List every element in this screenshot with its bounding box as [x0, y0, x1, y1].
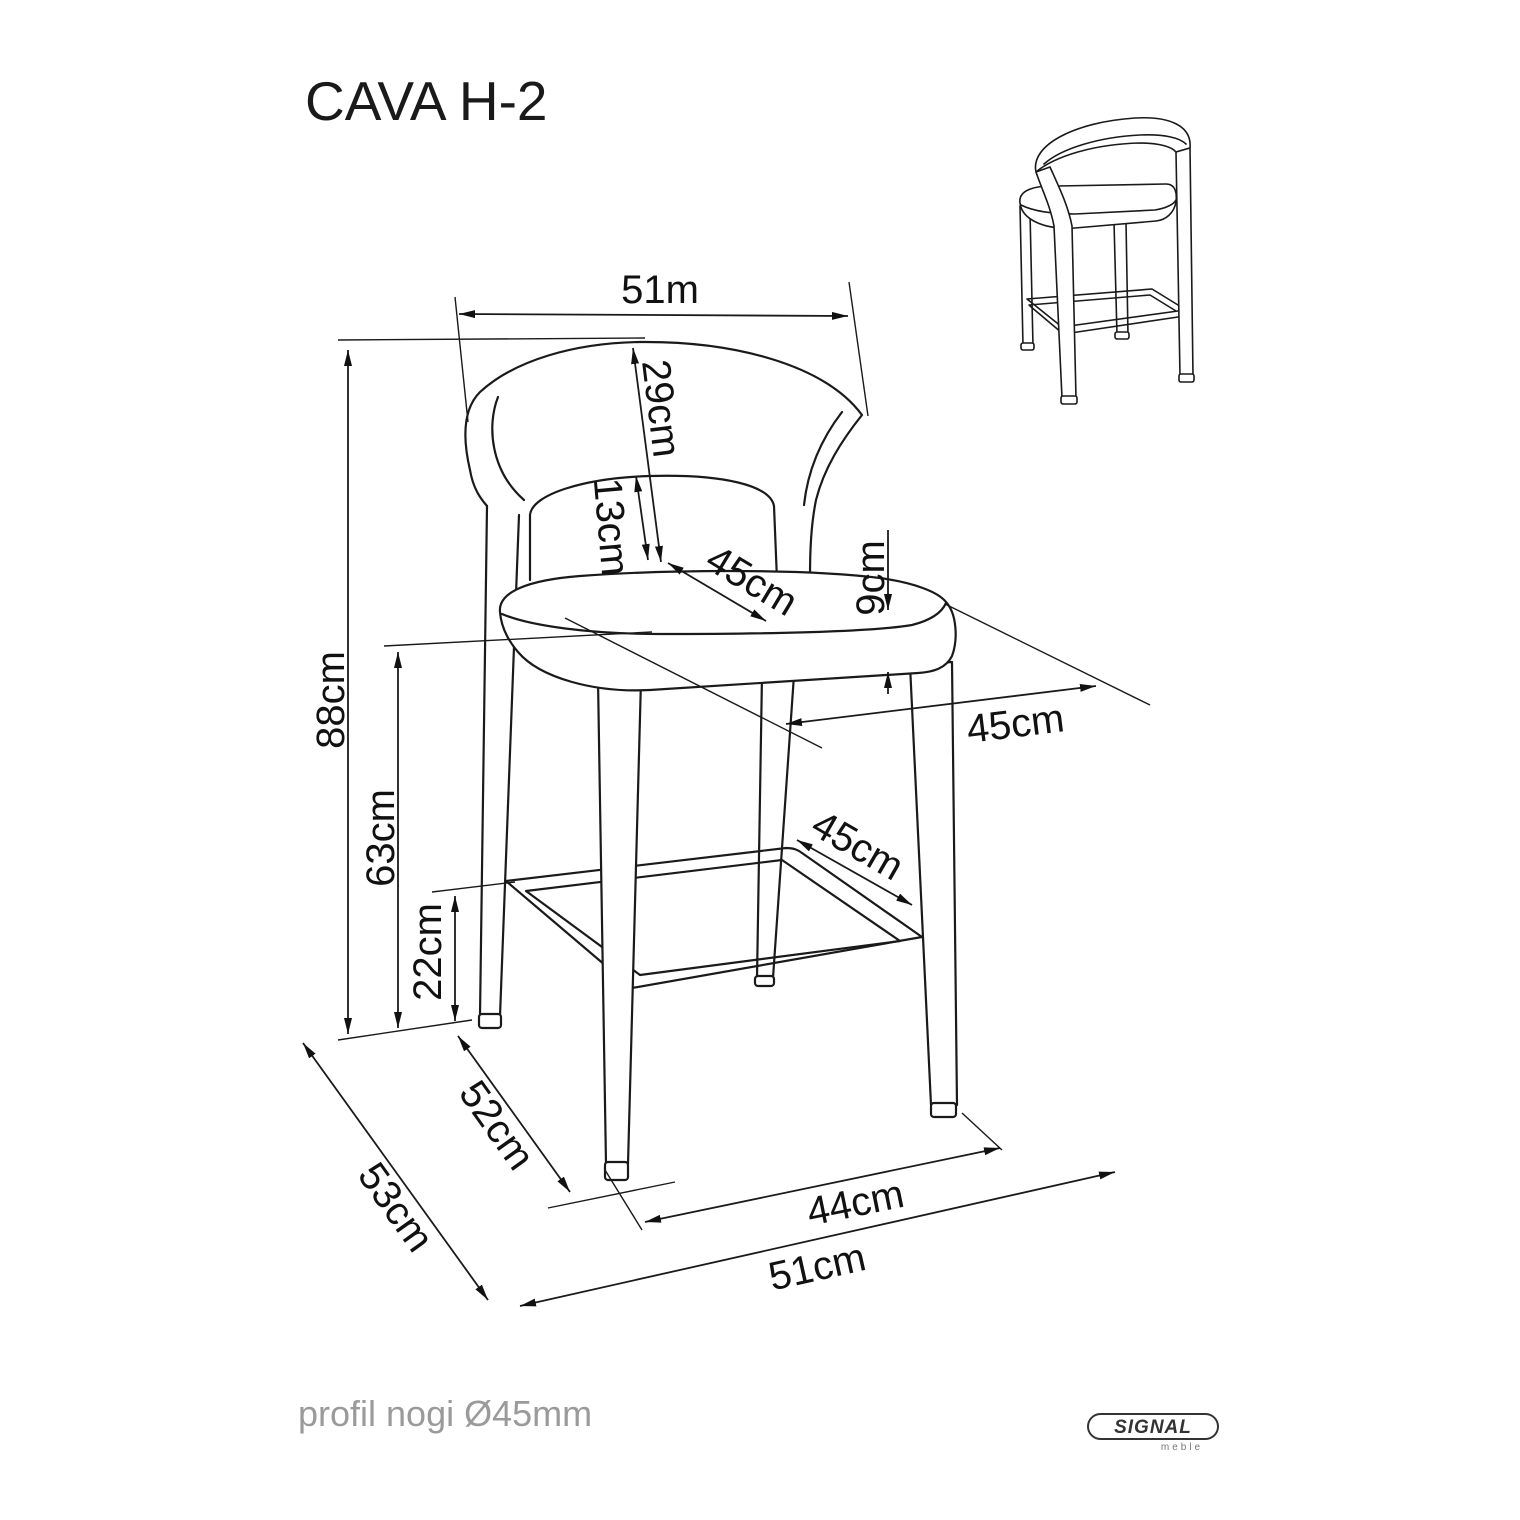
extension-line — [431, 881, 516, 893]
backrest-shell-lower — [468, 468, 489, 508]
extension-line — [944, 603, 1151, 706]
dim-footrest-height: 22cm — [406, 881, 516, 1021]
dim-footrest-width-label: 45cm — [804, 802, 911, 889]
extension-line — [337, 337, 646, 341]
thumb-backrest-edge — [1043, 134, 1187, 165]
logo-frame — [1087, 1413, 1219, 1440]
thumb-back-right-leg — [1113, 221, 1129, 336]
dimension-line — [458, 310, 849, 320]
dim-leg-depth: 52cm — [450, 1035, 676, 1209]
dim-backrest-height-label: 29cm — [633, 357, 689, 459]
dimension-line — [302, 1042, 489, 1301]
leg-profile-note: profil nogi Ø45mm — [298, 1393, 592, 1434]
dim-overall-depth-label: 53cm — [349, 1155, 442, 1260]
dimension-line — [519, 1171, 1116, 1307]
back-right-leg — [755, 673, 796, 980]
dim-seat-height-label: 63cm — [359, 789, 403, 887]
thumb-foot-cap — [1020, 342, 1035, 351]
dimension-line — [796, 839, 913, 906]
front-left-leg — [596, 678, 643, 1166]
extension-line — [454, 296, 469, 423]
logo-sub: meble — [1161, 1442, 1203, 1453]
footrest-inner — [524, 858, 902, 977]
dim-leg-width-label: 44cm — [803, 1172, 908, 1235]
foot-cap — [603, 1160, 630, 1182]
thumb-foot-cap — [1178, 373, 1195, 383]
thumb-back-left-leg — [1019, 205, 1034, 347]
backrest-shell — [464, 340, 864, 580]
logo-brand: SIGNAL — [1114, 1417, 1192, 1438]
back-left-leg — [478, 504, 521, 1018]
dim-backrest-width: 51m — [454, 268, 869, 423]
dim-overall-width-label: 51cm — [765, 1235, 870, 1299]
signal-logo: SIGNAL meble — [1087, 1413, 1219, 1453]
extension-line — [564, 617, 823, 749]
foot-cap — [929, 1101, 958, 1119]
main-chair — [464, 340, 959, 1182]
dim-seat-width-label: 45cm — [964, 696, 1066, 752]
extension-line — [848, 281, 869, 417]
thumbnail-view — [1019, 116, 1195, 405]
thumb-foot-cap — [1060, 395, 1078, 405]
dim-total-height: 88cm — [309, 337, 646, 1041]
front-right-leg — [908, 660, 959, 1107]
dim-backrest-lower-label: 13cm — [585, 476, 637, 577]
product-title: CAVA H-2 — [305, 70, 547, 132]
dimension-line — [631, 347, 663, 563]
foot-cap — [477, 1012, 503, 1030]
dim-total-height-label: 88cm — [309, 651, 353, 749]
dim-seat-width: 45cm — [564, 603, 1151, 752]
thumb-front-right-leg — [1175, 147, 1194, 377]
dim-seat-height: 63cm — [359, 631, 653, 1028]
extension-line — [383, 631, 653, 647]
dim-footrest-height-label: 22cm — [406, 903, 450, 1001]
dim-leg-width: 44cm — [604, 1112, 1003, 1235]
dim-backrest-lower: 13cm — [585, 475, 650, 578]
extension-line — [337, 1019, 473, 1041]
dimension-line — [785, 683, 1097, 727]
dim-backrest-width-label: 51m — [621, 268, 699, 312]
backrest-cushion — [491, 395, 844, 507]
dim-seat-thickness-label: 9cm — [849, 540, 893, 616]
extension-line — [547, 1181, 676, 1209]
foot-cap — [753, 974, 776, 988]
thumb-seat-edge — [1020, 199, 1177, 215]
thumb-foot-cap — [1114, 331, 1130, 340]
seat-front-edge — [500, 601, 948, 636]
dim-overall-depth: 53cm — [302, 1042, 489, 1301]
dim-leg-depth-label: 52cm — [450, 1073, 543, 1178]
thumb-footrest — [1026, 288, 1179, 335]
dimension-line — [634, 475, 650, 561]
thumb-backrest — [1034, 116, 1191, 173]
extension-line — [961, 1112, 1003, 1151]
dimension-line — [667, 562, 767, 622]
